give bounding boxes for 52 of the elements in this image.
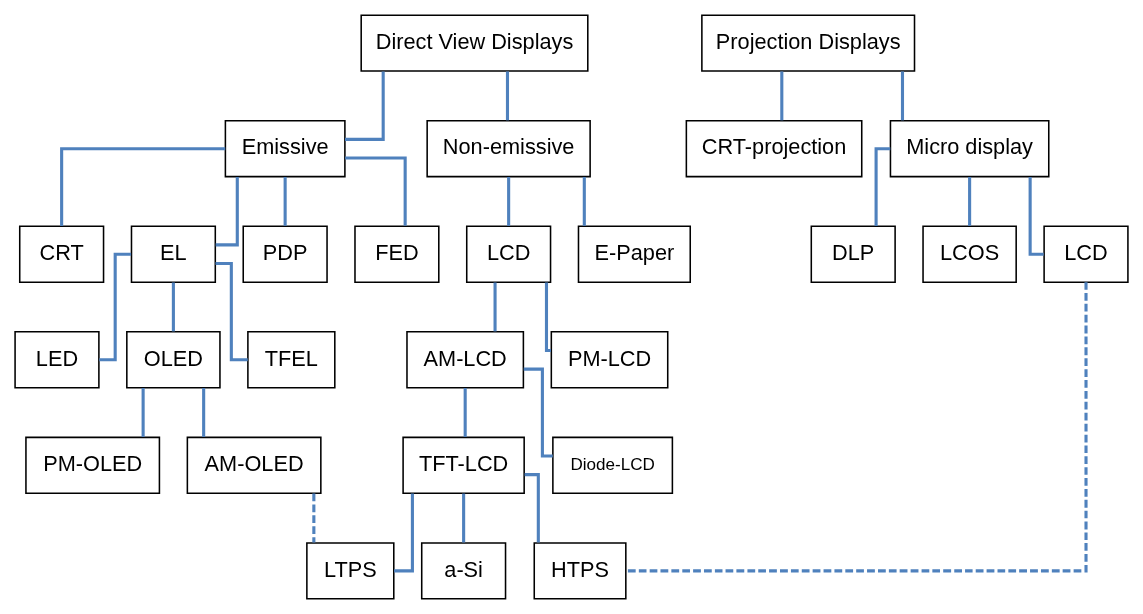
node-box: TFT-LCD (402, 436, 525, 495)
node-box: LCD (465, 225, 552, 283)
node-box: LCOS (922, 225, 1017, 283)
connector (874, 147, 891, 226)
connector (215, 262, 248, 362)
connector (780, 71, 784, 121)
connector (215, 177, 239, 247)
node-box: Projection Displays (701, 14, 916, 72)
connector (524, 473, 540, 543)
connector (171, 282, 175, 332)
node-box: AM-LCD (406, 331, 525, 389)
node-box: LCD (1043, 225, 1129, 283)
node-box: Micro display (889, 119, 1050, 178)
node-box: PM-OLED (25, 436, 161, 495)
node-box: Direct View Displays (360, 14, 589, 72)
connector (507, 176, 511, 226)
node-box: Non-emissive (426, 119, 591, 178)
node-box: LTPS (306, 542, 395, 600)
connector (345, 156, 407, 226)
connector (1028, 176, 1044, 256)
node-box: LED (14, 331, 100, 389)
node-box: DLP (810, 225, 896, 283)
connector (99, 252, 132, 362)
connector (345, 71, 385, 141)
connector (312, 493, 316, 543)
node-box: E-Paper (577, 225, 691, 283)
connector (462, 493, 466, 543)
node-box: Diode-LCD (552, 436, 674, 495)
connector (505, 71, 510, 121)
connector (493, 282, 497, 332)
node-box: EL (130, 225, 217, 283)
connector (60, 147, 226, 226)
node-box: CRT-projection (685, 119, 863, 178)
node-box: TFEL (247, 331, 336, 389)
node-box: OLED (126, 331, 221, 389)
node-box: Emissive (224, 119, 346, 178)
connector (283, 176, 287, 226)
connector (544, 282, 551, 352)
node-box: AM-OLED (186, 436, 322, 495)
node-box: HTPS (533, 542, 627, 600)
connector (900, 71, 905, 121)
connector (141, 388, 145, 437)
node-box: PM-LCD (550, 331, 669, 389)
connector (463, 388, 467, 437)
node-box: FED (354, 225, 440, 283)
connector (625, 282, 1088, 573)
connector (582, 176, 586, 226)
node-box: PDP (242, 225, 328, 283)
connector (968, 176, 972, 226)
node-box: a-Si (420, 542, 507, 600)
connector (202, 388, 206, 437)
node-box: CRT (18, 225, 105, 283)
